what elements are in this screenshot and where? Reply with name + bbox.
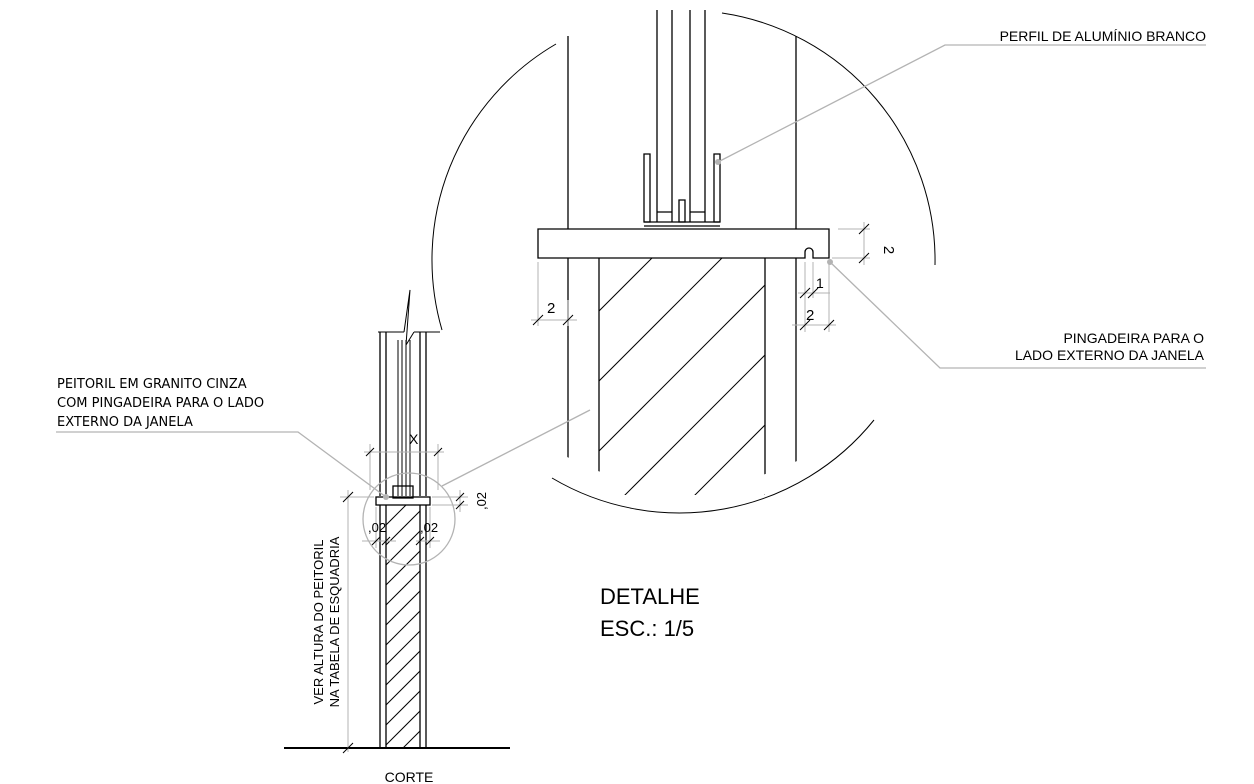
callout-sill-line2: COM PINGADEIRA PARA O LADO bbox=[57, 396, 264, 411]
section-dim-height: VER ALTURA DO PEITORIL NA TABELA DE ESQU… bbox=[311, 490, 374, 754]
dim-text-left: 2 bbox=[547, 300, 555, 317]
dim-text-offset-left: ,02 bbox=[368, 520, 386, 535]
callout-drip-line1: PINGADEIRA PARA O bbox=[1063, 330, 1204, 346]
section-title: CORTE bbox=[385, 769, 434, 784]
callout-profile: PERFIL DE ALUMÍNIO BRANCO bbox=[1000, 28, 1207, 44]
height-note-line1: VER ALTURA DO PEITORIL bbox=[311, 540, 326, 705]
detail-circle-arc-bottom bbox=[551, 419, 875, 514]
dim-text-x: X bbox=[409, 431, 419, 447]
leader-profile: PERFIL DE ALUMÍNIO BRANCO bbox=[715, 28, 1206, 165]
dim-text-drip-small: 1 bbox=[816, 275, 824, 291]
break-symbol bbox=[403, 289, 415, 346]
detail-reference-leader bbox=[441, 409, 591, 487]
dim-text-drip: 2 bbox=[806, 307, 814, 324]
detail-reference-circle bbox=[362, 472, 456, 566]
section-sill bbox=[375, 496, 431, 506]
section-hatch bbox=[386, 505, 420, 748]
detail-circle-arc-right bbox=[721, 12, 936, 266]
section-dim-offsets: ,02 ,02 bbox=[362, 507, 440, 548]
leader-drip: PINGADEIRA PARA O LADO EXTERNO DA JANELA bbox=[827, 259, 1206, 369]
dim-text-offset-right: ,02 bbox=[420, 520, 438, 535]
height-note-line2: NA TABELA DE ESQUADRIA bbox=[327, 536, 342, 707]
dim-text-top: 2 bbox=[880, 246, 897, 254]
dim-drip: 1 2 bbox=[792, 262, 836, 332]
section-dim-thickness: ,02 bbox=[432, 490, 489, 512]
detail-scale: ESC.: 1/5 bbox=[600, 616, 694, 641]
section-view: X ,02 ,02 ,02 bbox=[56, 289, 591, 784]
section-dim-x: X bbox=[364, 431, 444, 490]
leader-section-sill: PEITORIL EM GRANITO CINZA COM PINGADEIRA… bbox=[56, 377, 389, 500]
detail-view: 2 1 2 2 PERFIL D bbox=[431, 10, 1206, 641]
detail-title: DETALHE bbox=[600, 584, 700, 609]
dim-text-thickness: ,02 bbox=[474, 492, 489, 510]
dim-left: 2 bbox=[531, 262, 577, 326]
dim-slab-thickness: 2 bbox=[832, 222, 897, 265]
aluminium-profile bbox=[643, 153, 721, 227]
callout-sill-line1: PEITORIL EM GRANITO CINZA bbox=[57, 377, 247, 392]
wall-hatch bbox=[599, 258, 765, 495]
callout-drip-line2: LADO EXTERNO DA JANELA bbox=[1015, 347, 1205, 363]
detail-circle-arc-left bbox=[431, 43, 557, 331]
callout-sill-line3: EXTERNO DA JANELA bbox=[57, 415, 193, 430]
granite-sill bbox=[537, 228, 830, 259]
